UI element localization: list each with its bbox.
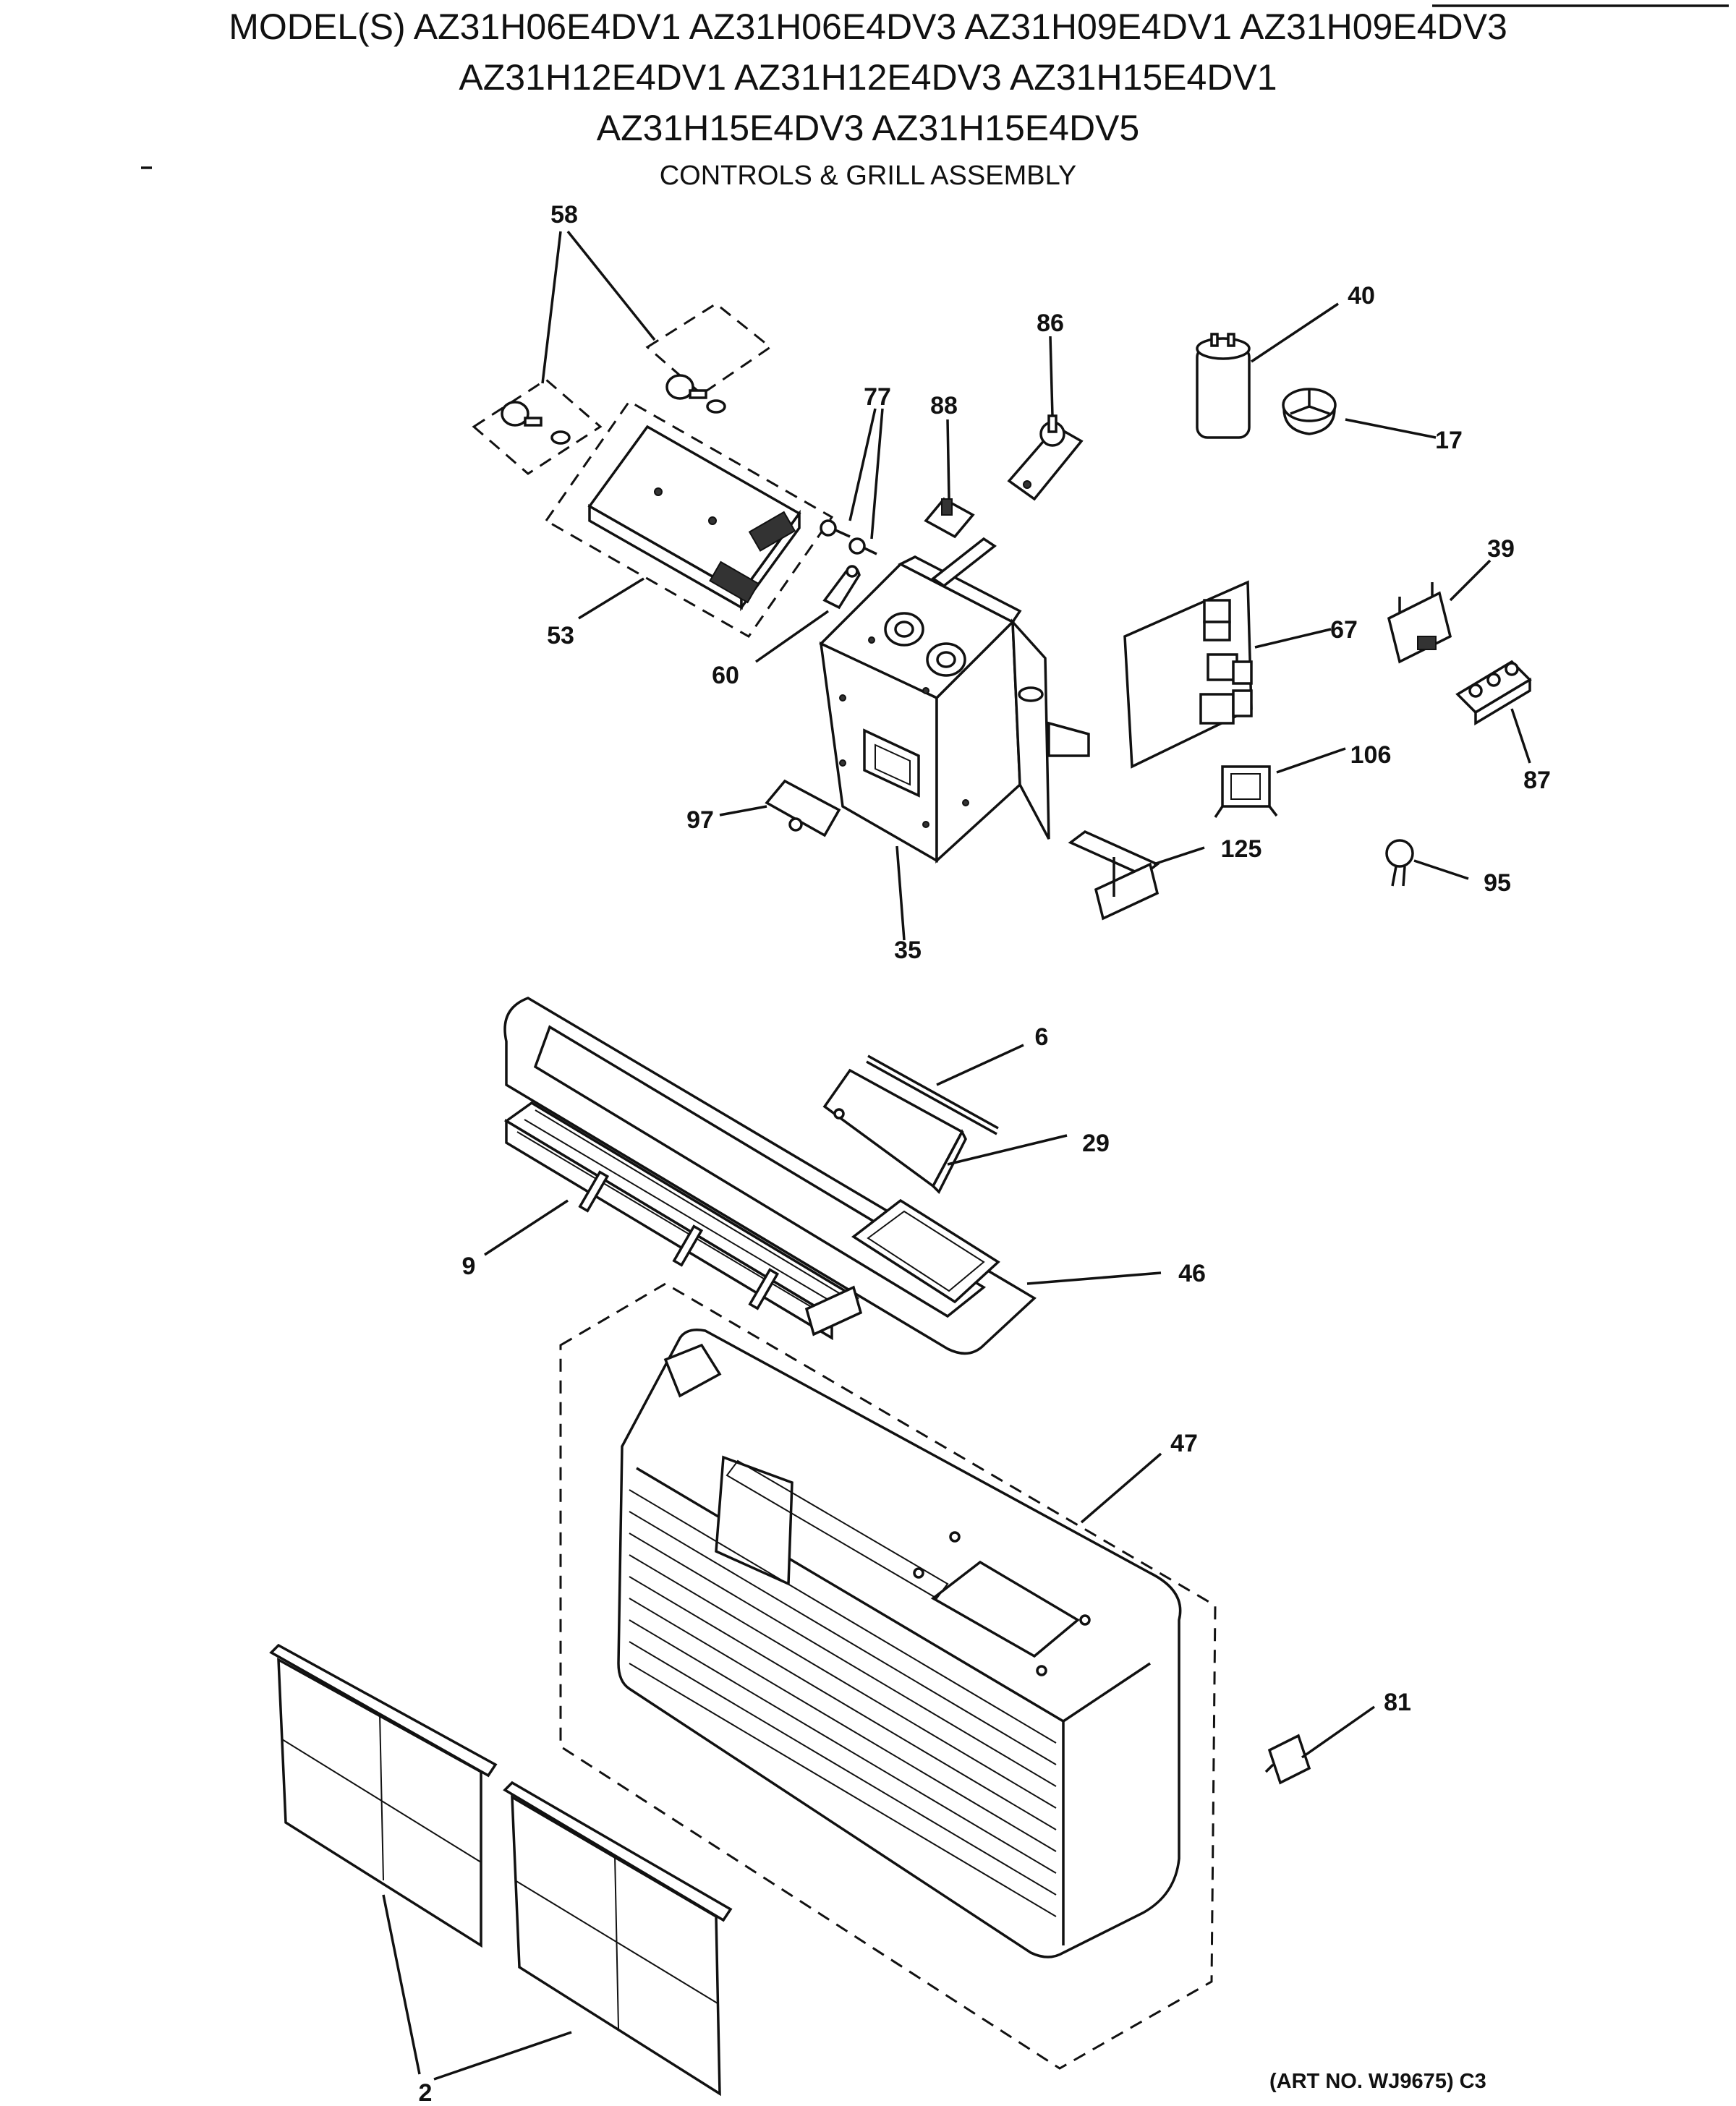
callout-81: 81 xyxy=(1384,1689,1411,1716)
part-60-lever xyxy=(822,565,861,610)
callout-67: 67 xyxy=(1330,616,1358,644)
part-77-screws xyxy=(820,519,877,555)
callout-53: 53 xyxy=(547,622,574,649)
part-2-filters xyxy=(269,1643,733,2097)
part-58-knobs xyxy=(472,302,773,475)
callout-40: 40 xyxy=(1348,282,1375,310)
model-list-line-3: AZ31H15E4DV3 AZ31H15E4DV5 xyxy=(596,108,1140,148)
callout-60: 60 xyxy=(712,662,739,689)
callout-6: 6 xyxy=(1035,1023,1049,1051)
part-88-switch xyxy=(924,497,975,539)
model-list-line-2: AZ31H12E4DV1 AZ31H12E4DV3 AZ31H15E4DV1 xyxy=(459,57,1277,98)
assembly-title: CONTROLS & GRILL ASSEMBLY xyxy=(659,161,1077,191)
part-81-clip xyxy=(1264,1734,1311,1785)
part-67-control-board xyxy=(1123,580,1253,769)
callout-9: 9 xyxy=(462,1253,476,1280)
part-95-sensor xyxy=(1385,839,1414,887)
art-number: (ART NO. WJ9675) C3 xyxy=(1269,2070,1486,2093)
part-46-grill-frame xyxy=(503,997,1037,1355)
part-86-thermostat xyxy=(1007,414,1084,501)
callout-88: 88 xyxy=(930,392,958,419)
callout-17: 17 xyxy=(1435,427,1463,454)
callout-35: 35 xyxy=(894,937,922,964)
callout-39: 39 xyxy=(1487,535,1515,563)
part-47-front-panel xyxy=(559,1282,1217,2070)
part-6-strip xyxy=(867,1054,999,1130)
callout-77: 77 xyxy=(864,383,891,411)
callout-125: 125 xyxy=(1221,835,1262,863)
callout-95: 95 xyxy=(1484,869,1511,897)
callout-29: 29 xyxy=(1082,1130,1110,1157)
callout-58: 58 xyxy=(550,201,578,229)
callout-87: 87 xyxy=(1523,767,1551,794)
part-106-transformer xyxy=(1214,765,1278,818)
callout-97: 97 xyxy=(686,806,714,834)
model-list-line-1: MODEL(S) AZ31H06E4DV1 AZ31H06E4DV3 AZ31H… xyxy=(229,7,1507,47)
callout-46: 46 xyxy=(1178,1260,1206,1287)
part-87-terminal-block xyxy=(1455,660,1532,726)
part-9-louver-assembly xyxy=(503,1101,863,1341)
callout-106: 106 xyxy=(1350,741,1392,769)
part-53-control-panel xyxy=(544,400,834,638)
leader-lines xyxy=(382,230,1531,2081)
callout-2: 2 xyxy=(419,2079,433,2106)
callout-86: 86 xyxy=(1037,310,1064,337)
part-40-capacitor xyxy=(1196,333,1251,439)
callout-47: 47 xyxy=(1170,1430,1198,1457)
part-97-bracket xyxy=(765,779,841,837)
part-125-bracket xyxy=(1068,830,1160,921)
part-39-relay xyxy=(1387,582,1452,664)
part-29-door xyxy=(822,1068,967,1194)
part-35-control-box xyxy=(818,537,1090,864)
part-17-strap xyxy=(1282,388,1337,435)
